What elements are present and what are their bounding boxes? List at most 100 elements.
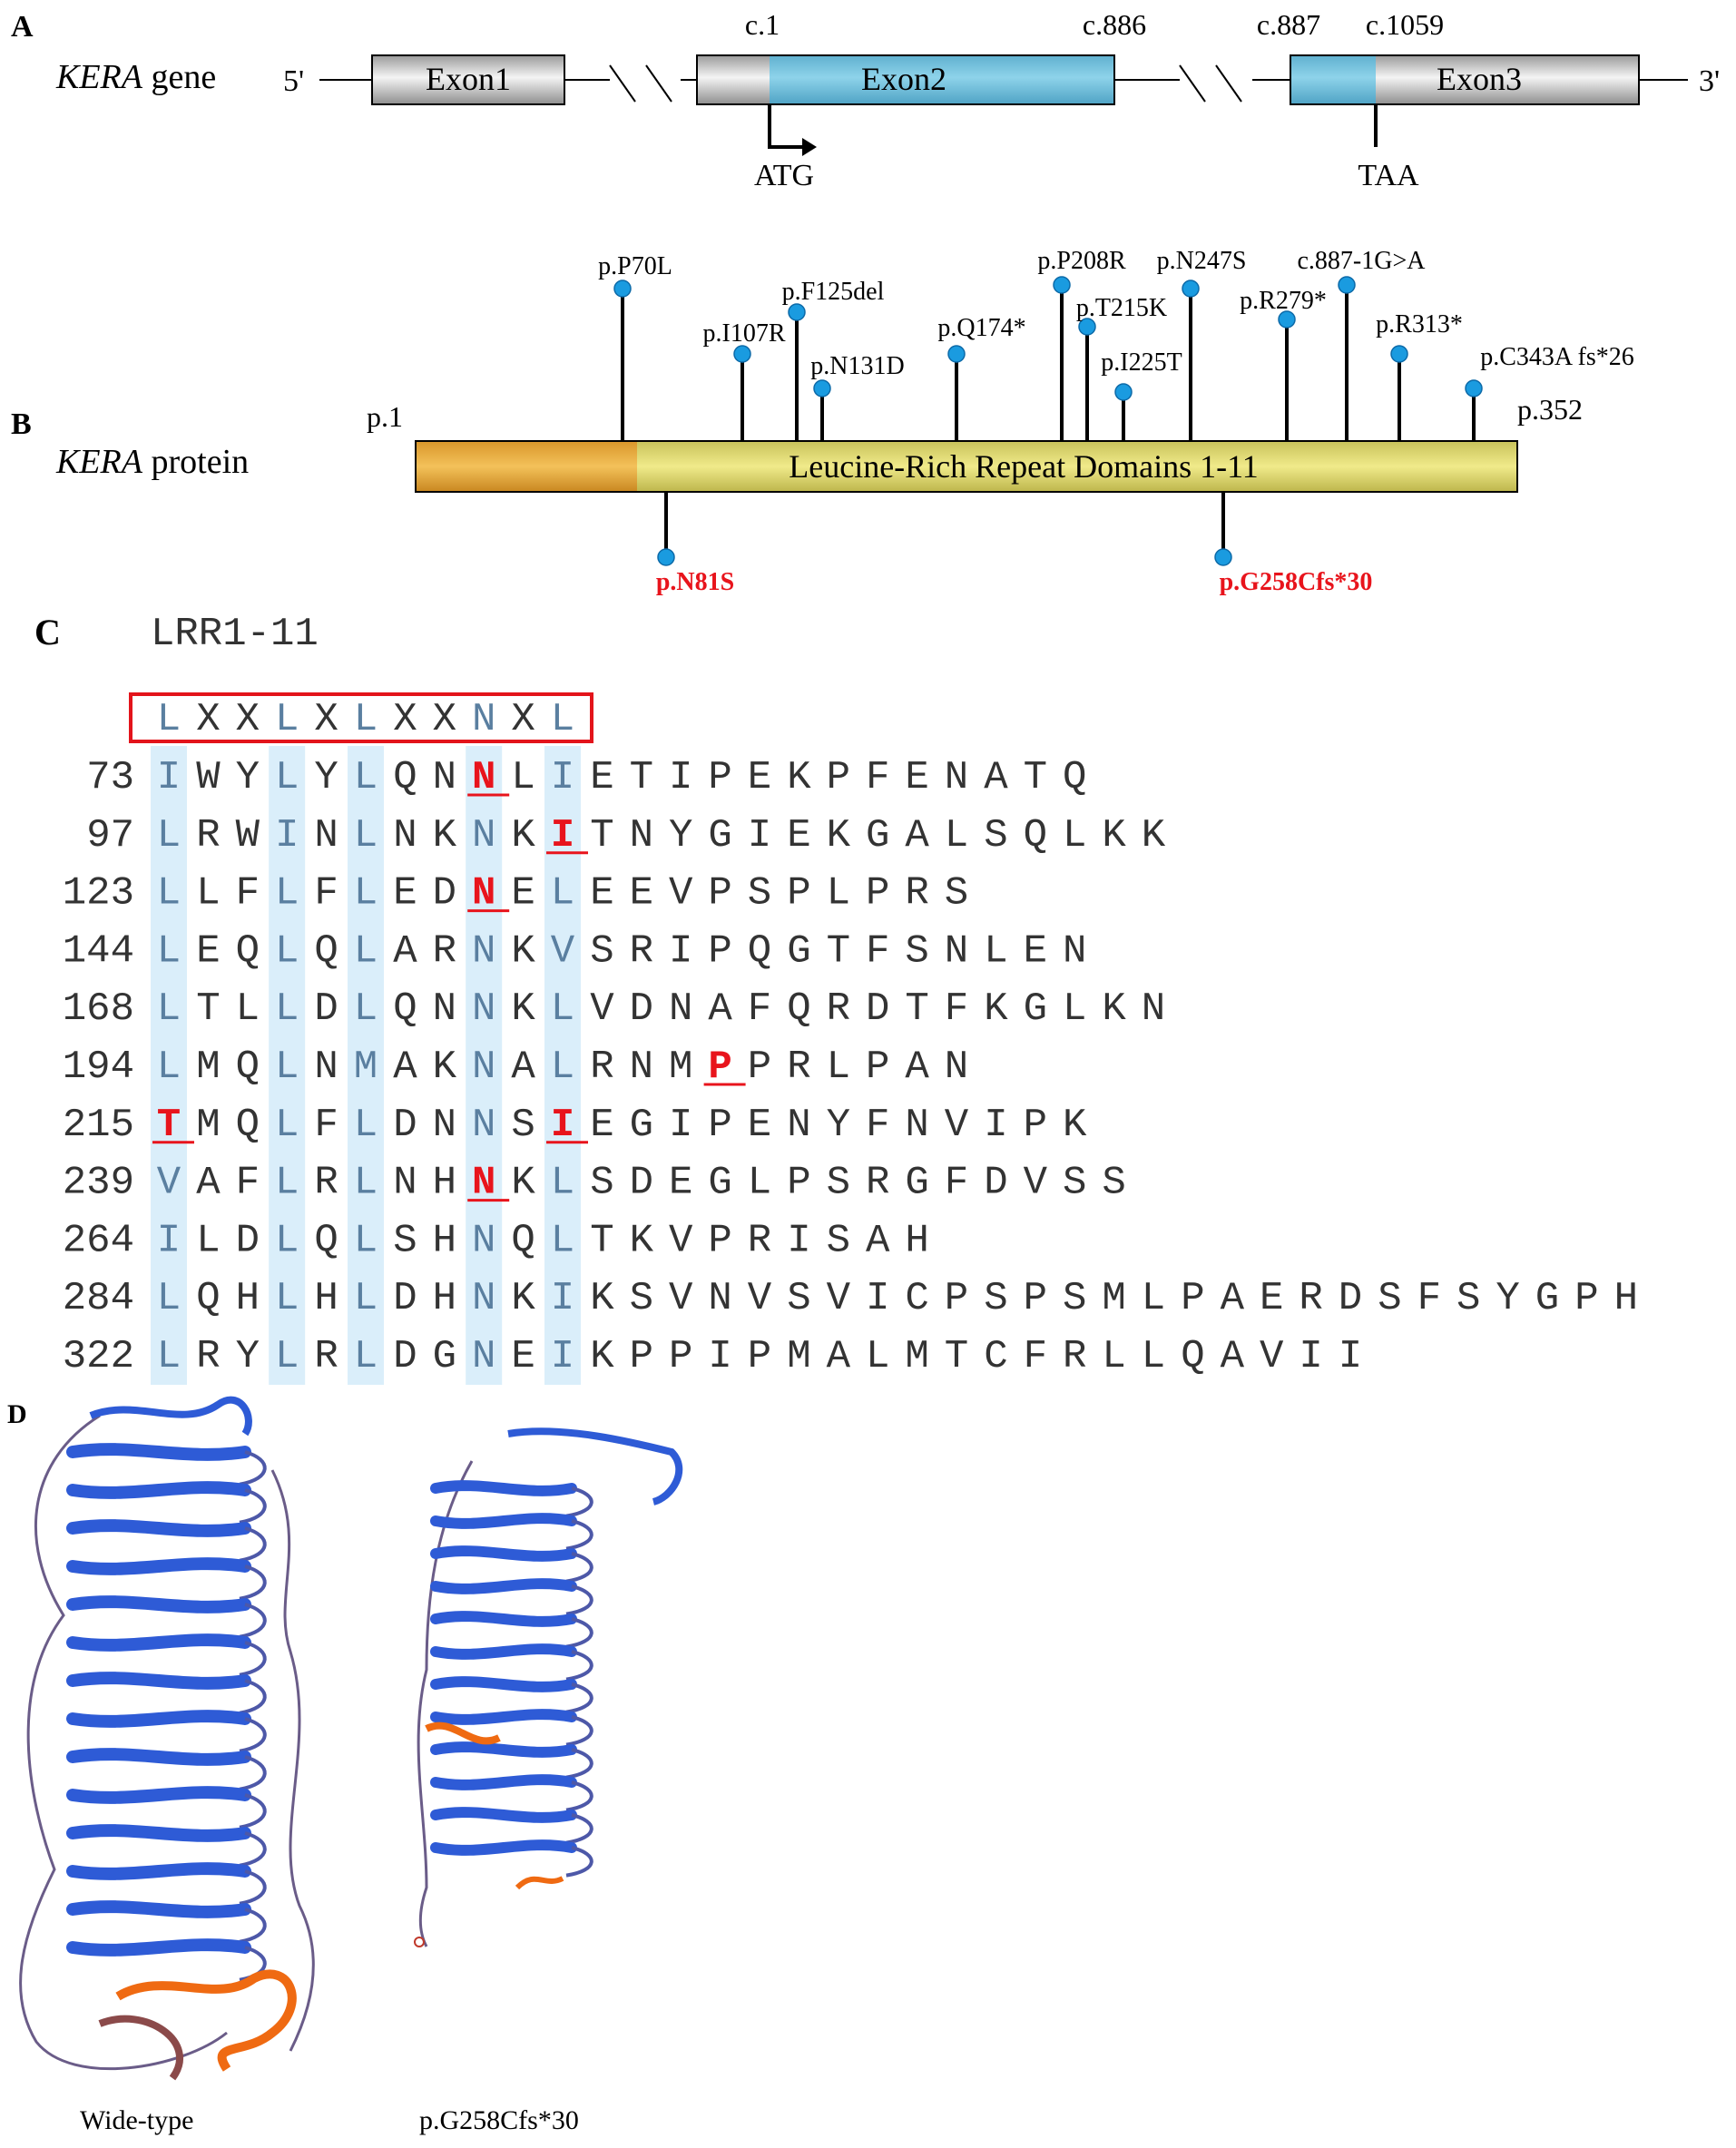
residue: L — [866, 1334, 889, 1379]
residue: Q — [236, 1103, 260, 1148]
residue: N — [945, 755, 968, 800]
residue: N — [433, 755, 456, 800]
mutant-orange-segment — [425, 1721, 501, 1745]
residue: Q — [1024, 813, 1047, 858]
beta-strand — [66, 1900, 251, 1918]
residue: R — [787, 1045, 810, 1090]
strand-turn — [565, 1552, 593, 1584]
residue: I — [708, 1334, 731, 1379]
wild-type-coil — [19, 1414, 228, 2071]
atg-label: ATG — [754, 159, 814, 192]
residue: S — [393, 1218, 417, 1263]
residue: L — [354, 1218, 378, 1263]
residue: G — [866, 813, 889, 858]
residue: T — [945, 1334, 968, 1379]
consensus-residue: L — [157, 697, 181, 742]
residue: L — [157, 1276, 181, 1321]
residue: V — [1024, 1161, 1048, 1206]
residue: P — [1024, 1276, 1047, 1321]
residue: P — [1574, 1276, 1598, 1321]
signal-peptide-region — [416, 441, 637, 492]
strand-turn — [239, 1717, 267, 1753]
residue: I — [551, 755, 574, 800]
residue: P — [708, 1103, 731, 1148]
residue: F — [1024, 1334, 1047, 1379]
residue: E — [748, 1103, 771, 1148]
residue: L — [354, 813, 378, 858]
residue: P — [866, 1045, 889, 1090]
residue: S — [905, 928, 928, 974]
residue: K — [787, 755, 811, 800]
intron-break-mark — [645, 64, 672, 103]
residue: I — [787, 1218, 810, 1263]
taa-label: TAA — [1358, 159, 1419, 192]
residue: S — [1102, 1161, 1125, 1206]
exon3-cds — [1290, 55, 1376, 104]
residue: I — [669, 1103, 692, 1148]
mutation-pin — [733, 345, 751, 363]
novel-mutation-label: p.G258Cfs*30 — [1220, 568, 1373, 596]
residue: V — [827, 1276, 851, 1321]
residue: L — [196, 1218, 220, 1263]
strand-turn — [565, 1813, 593, 1845]
wild-type-beta-strands — [66, 1443, 267, 1982]
lrr-domain-region — [637, 441, 1517, 492]
residue: K — [511, 986, 535, 1032]
beta-strand — [430, 1807, 577, 1823]
mutation-pin — [813, 379, 831, 397]
residue: P — [748, 1334, 771, 1379]
residue: F — [866, 1103, 889, 1148]
consensus-residue: X — [236, 697, 260, 742]
consensus-column-highlights — [151, 746, 581, 1385]
c1059-label: c.1059 — [1366, 8, 1444, 41]
beta-strand — [66, 1862, 251, 1880]
residue: R — [827, 986, 850, 1032]
three-prime-label: 3' — [1699, 64, 1720, 98]
residue: D — [630, 986, 653, 1032]
residue: Q — [748, 928, 771, 974]
mutation-pin — [613, 280, 632, 298]
mutated-residue: T — [157, 1103, 181, 1148]
residue: N — [787, 1103, 810, 1148]
residue: L — [354, 755, 378, 800]
residue: Q — [314, 1218, 338, 1263]
residue: E — [196, 928, 220, 974]
beta-strand — [66, 1443, 251, 1461]
residue: L — [1063, 986, 1086, 1032]
strand-turn — [565, 1715, 593, 1747]
mutant-beta-strands — [430, 1480, 593, 1878]
residue: K — [984, 986, 1008, 1032]
residue: L — [275, 928, 299, 974]
residue: F — [945, 1161, 968, 1206]
protein-title: KERA protein — [55, 443, 249, 481]
beta-strand — [66, 1824, 251, 1842]
residue: L — [157, 986, 181, 1032]
residue: K — [433, 813, 457, 858]
mutation-pin — [1278, 310, 1296, 329]
mutation-pin — [1114, 383, 1133, 401]
residue: S — [590, 1161, 613, 1206]
mutation-pin — [1214, 548, 1232, 566]
residue: A — [708, 986, 732, 1032]
strand-turn — [239, 1488, 267, 1525]
residue: K — [590, 1334, 614, 1379]
residue: T — [1024, 755, 1047, 800]
residue: N — [393, 1161, 417, 1206]
panel-c-letter: C — [34, 612, 61, 652]
residue: P — [748, 1045, 771, 1090]
protein-start-label: p.1 — [367, 400, 403, 433]
residue: D — [433, 871, 456, 917]
mutant-coil — [417, 1460, 474, 1947]
gene-name: KERA — [55, 58, 143, 96]
residue: M — [354, 1045, 378, 1090]
residue: E — [1024, 928, 1047, 974]
residue: V — [945, 1103, 969, 1148]
residue: P — [708, 871, 731, 917]
residue: L — [275, 755, 299, 800]
residue: L — [551, 986, 574, 1032]
exon2-label: Exon2 — [861, 61, 946, 97]
mutation-pin — [1078, 318, 1096, 336]
residue: K — [511, 1161, 535, 1206]
consensus-residue: X — [433, 697, 456, 742]
residue: D — [314, 986, 338, 1032]
